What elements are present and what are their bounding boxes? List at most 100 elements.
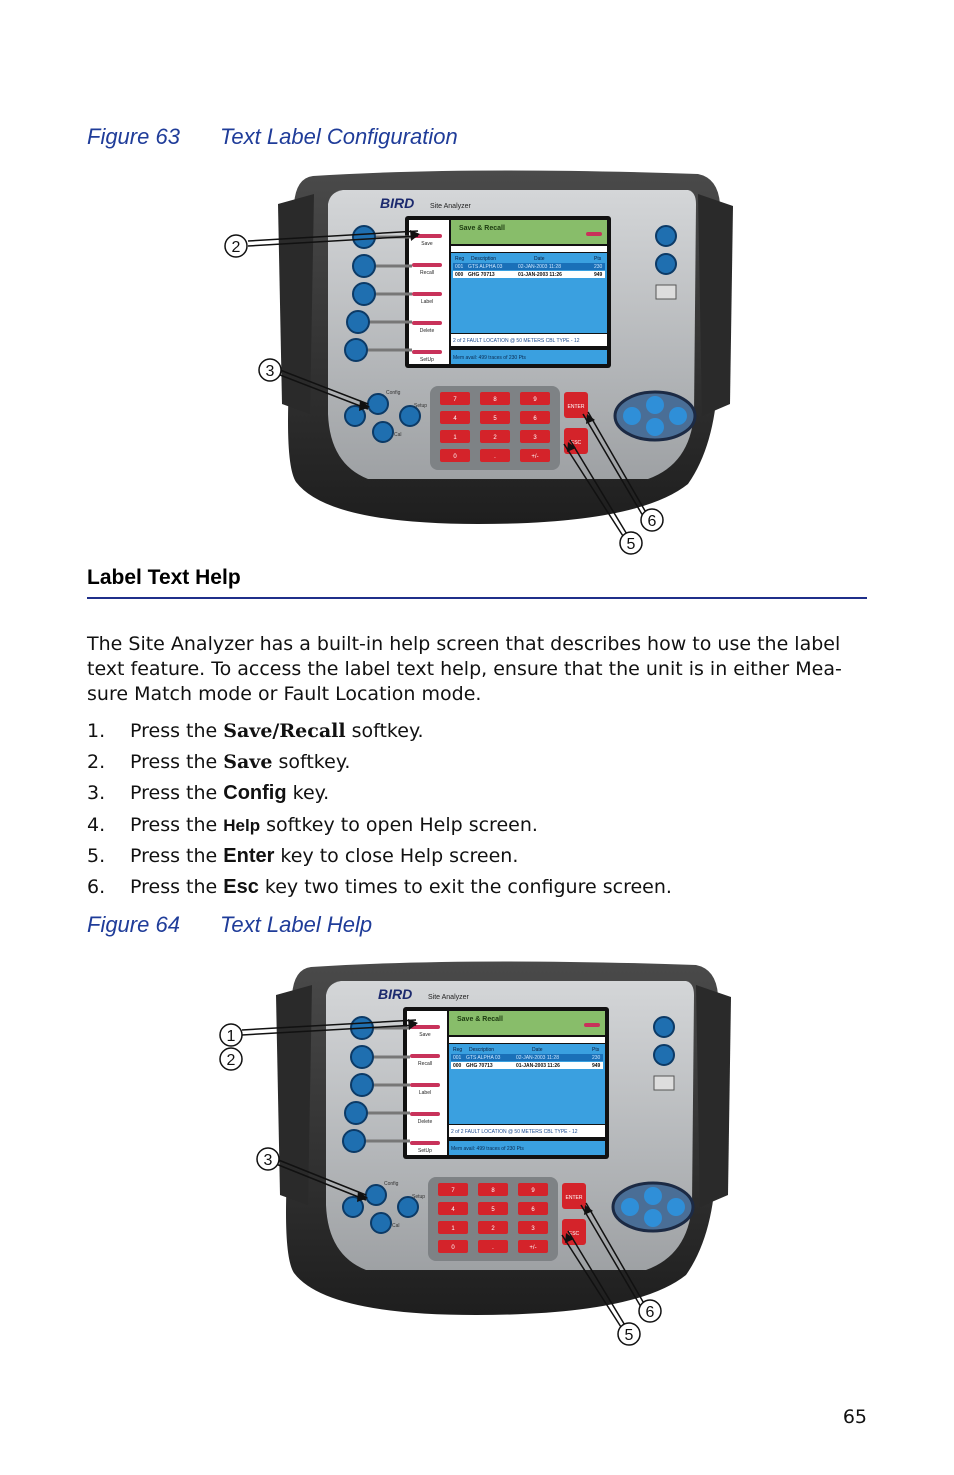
softkey-bar-2[interactable]	[410, 1054, 440, 1058]
navigation-pad	[611, 1181, 695, 1233]
nav-up-button[interactable]	[646, 396, 664, 414]
nav-up-button[interactable]	[644, 1187, 662, 1205]
keypad-key[interactable]	[480, 430, 510, 443]
keypad-key[interactable]	[520, 430, 550, 443]
nav-down-button[interactable]	[646, 418, 664, 436]
cal-button[interactable]	[370, 1212, 392, 1234]
callout-6-label: 6	[648, 513, 657, 530]
softkey-bar-5[interactable]	[410, 1141, 440, 1145]
keypad-key[interactable]	[438, 1221, 468, 1234]
callout-1-label: 1	[227, 1028, 236, 1045]
keypad-key[interactable]	[440, 430, 470, 443]
table-row[interactable]	[451, 1062, 603, 1069]
keypad-key[interactable]	[438, 1240, 468, 1253]
softkey-bar-3[interactable]	[410, 1083, 440, 1087]
keypad-key[interactable]	[438, 1202, 468, 1215]
model-label: Site Analyzer	[430, 203, 472, 210]
keypad-key[interactable]	[478, 1221, 508, 1234]
nav-down-button[interactable]	[644, 1209, 662, 1227]
function-button-1[interactable]	[352, 225, 376, 249]
enter-key[interactable]	[564, 392, 588, 418]
config-button[interactable]	[367, 393, 389, 415]
callout-2	[219, 1047, 243, 1071]
power-button[interactable]	[655, 225, 677, 247]
keypad-key[interactable]	[478, 1202, 508, 1215]
keypad-key[interactable]	[480, 392, 510, 405]
screen-title-bar	[451, 220, 607, 244]
table-row[interactable]	[453, 263, 605, 270]
contrast-button[interactable]	[655, 253, 677, 275]
softkey-bar-2[interactable]	[412, 263, 442, 267]
callout-arrowheads	[357, 1019, 593, 1243]
keypad-key[interactable]	[480, 449, 510, 462]
keypad-key[interactable]	[478, 1240, 508, 1253]
softkey-label-save: Save	[419, 1032, 431, 1038]
callout-markers	[224, 234, 664, 555]
keypad-key[interactable]	[518, 1183, 548, 1196]
function-button-4[interactable]	[344, 1101, 368, 1125]
step-text: Press the	[130, 782, 224, 805]
function-button-5[interactable]	[344, 338, 368, 362]
nav-left-button[interactable]	[623, 407, 641, 425]
setup-button[interactable]	[397, 1196, 419, 1218]
cal-button[interactable]	[372, 421, 394, 443]
screen-title: Save & Recall	[457, 1016, 503, 1023]
left-function-buttons	[342, 1016, 410, 1153]
step-key: Save/Recall	[223, 720, 346, 742]
function-button-5[interactable]	[342, 1129, 366, 1153]
cal-label: Cal	[392, 1223, 400, 1229]
keypad-key[interactable]	[478, 1183, 508, 1196]
keypad-key[interactable]	[520, 411, 550, 424]
enter-key[interactable]	[562, 1183, 586, 1209]
keypad-key-label: 6	[531, 1207, 535, 1213]
left-function-buttons	[344, 225, 412, 362]
figure-63-device: BIRD Site Analyzer Save Recall Label Del…	[224, 170, 733, 555]
keypad-key[interactable]	[518, 1240, 548, 1253]
softkey-bar-3[interactable]	[412, 292, 442, 296]
keypad-key[interactable]	[518, 1202, 548, 1215]
nav-right-button[interactable]	[669, 407, 687, 425]
row2-reg: 000	[453, 1063, 462, 1069]
keypad-key[interactable]	[440, 449, 470, 462]
contrast-button[interactable]	[653, 1044, 675, 1066]
table-row[interactable]	[451, 1054, 603, 1061]
softkey-bar-5[interactable]	[412, 350, 442, 354]
callout-5-label: 5	[627, 536, 636, 553]
nav-right-button[interactable]	[667, 1198, 685, 1216]
keypad-key[interactable]	[438, 1183, 468, 1196]
step-key: Save	[223, 751, 273, 774]
config-button[interactable]	[365, 1184, 387, 1206]
status-line-bg	[449, 1125, 605, 1137]
mode-button[interactable]	[344, 405, 366, 427]
table-row[interactable]	[453, 271, 605, 278]
setup-button[interactable]	[399, 405, 421, 427]
function-button-2[interactable]	[352, 254, 376, 278]
nav-left-button[interactable]	[621, 1198, 639, 1216]
softkey-bar-1[interactable]	[410, 1025, 440, 1029]
keypad-key-label: 1	[451, 1226, 455, 1232]
callout-arrows	[247, 230, 649, 537]
keypad-key[interactable]	[480, 411, 510, 424]
softkey-bar-1[interactable]	[412, 234, 442, 238]
keypad-key[interactable]	[440, 411, 470, 424]
keypad-key-label: 2	[493, 435, 497, 441]
keypad-key[interactable]	[520, 449, 550, 462]
power-button[interactable]	[653, 1016, 675, 1038]
keypad-key[interactable]	[520, 392, 550, 405]
softkey-label-label: Label	[419, 1090, 431, 1096]
function-button-3[interactable]	[352, 282, 376, 306]
keypad-key[interactable]	[440, 392, 470, 405]
callout-3	[256, 1147, 280, 1171]
softkey-bar-4[interactable]	[412, 321, 442, 325]
function-button-3[interactable]	[350, 1073, 374, 1097]
keypad-key[interactable]	[518, 1221, 548, 1234]
mode-button[interactable]	[342, 1196, 364, 1218]
step-text: softkey to open Help screen.	[260, 813, 538, 836]
step-item: 4.Press the Help softkey to open Help sc…	[87, 810, 867, 841]
step-text: Press the	[130, 751, 224, 774]
function-button-4[interactable]	[346, 310, 370, 334]
softkey-bar-4[interactable]	[410, 1112, 440, 1116]
row1-date: 02-JAN-2003 11:28	[518, 264, 561, 270]
function-button-2[interactable]	[350, 1045, 374, 1069]
steps-list: 1.Press the Save/Recall softkey. 2.Press…	[87, 716, 867, 903]
